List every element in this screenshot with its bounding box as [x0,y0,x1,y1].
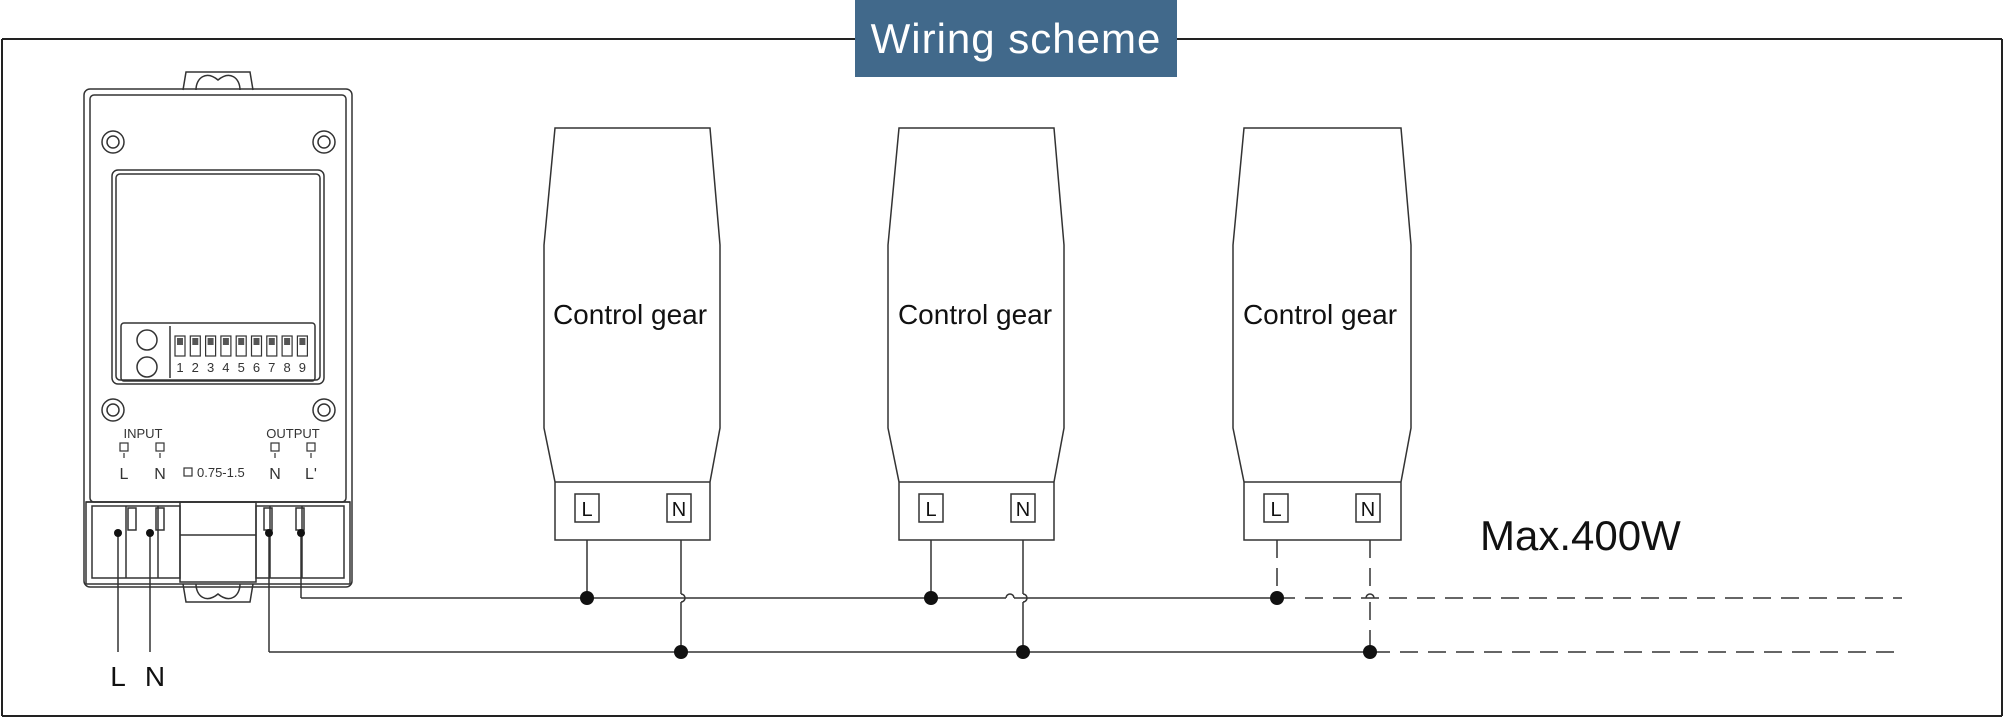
dip-switch-number: 2 [192,360,199,375]
dip-switch-number: 5 [238,360,245,375]
output-label: OUTPUT [266,426,320,441]
control-gear-label: Control gear [553,299,707,330]
dip-switch-number: 6 [253,360,260,375]
terminal-input-l: L [120,466,129,483]
dip-switch-7 [266,335,278,357]
dip-switch-6 [250,335,263,357]
diagram-title: Wiring scheme [855,0,1177,77]
diagram-frame [1,38,2003,717]
dip-switch-number: 8 [283,360,290,375]
dip-switch-knob [222,338,229,345]
gear-terminal-l: L [925,499,936,521]
gear-terminal-n: N [1361,499,1375,521]
dip-switch-2 [189,335,201,357]
dip-switch-number: 9 [299,360,306,375]
dip-switch-8 [281,335,293,357]
gear-terminal-n: N [672,499,686,521]
dip-switch-1 [174,335,186,357]
supply-l-label: L [110,661,126,692]
control-gear-3: Control gear L N [1232,127,1412,541]
dip-switch-knob [299,338,306,345]
dip-switch-number: 7 [268,360,275,375]
dip-switch-9 [296,335,308,357]
terminal-output-l: L' [305,466,317,483]
controller-device [83,71,353,603]
control-gear-label: Control gear [1243,299,1397,330]
dip-switch-number: 3 [207,360,214,375]
control-gear-label: Control gear [898,299,1052,330]
input-label: INPUT [124,426,163,441]
gear-terminal-l: L [581,499,592,521]
dip-switch-5 [235,335,247,357]
dip-switch-knob [253,338,260,345]
dip-switch-knob [177,338,183,345]
wire-size-label: 0.75-1.5 [197,465,245,480]
dip-switch-knob [207,338,214,345]
dip-switch-number: 1 [176,360,183,375]
wiring-lines [117,533,1372,653]
terminal-markers [119,442,316,477]
dip-switch-knob [238,338,245,345]
dashed-extension-lines [1276,540,1902,653]
control-gear-1: Control gear L N [543,127,721,541]
max-load-label: Max.400W [1480,512,1681,559]
control-gear-2: Control gear L N [887,127,1065,541]
dip-switch-number: 4 [222,360,229,375]
dip-switch-knob [192,338,199,345]
terminal-input-n: N [154,466,166,483]
dip-switch-knob [268,338,275,345]
supply-n-label: N [145,661,165,692]
dip-switch-3 [205,335,217,357]
junction-dots [114,529,1377,659]
gear-terminal-n: N [1016,499,1030,521]
gear-terminal-l: L [1270,499,1281,521]
dip-switch-4 [220,335,232,357]
terminal-output-n: N [269,466,281,483]
dip-switch-knob [284,338,291,345]
wire-crossover-3 [1365,593,1375,599]
